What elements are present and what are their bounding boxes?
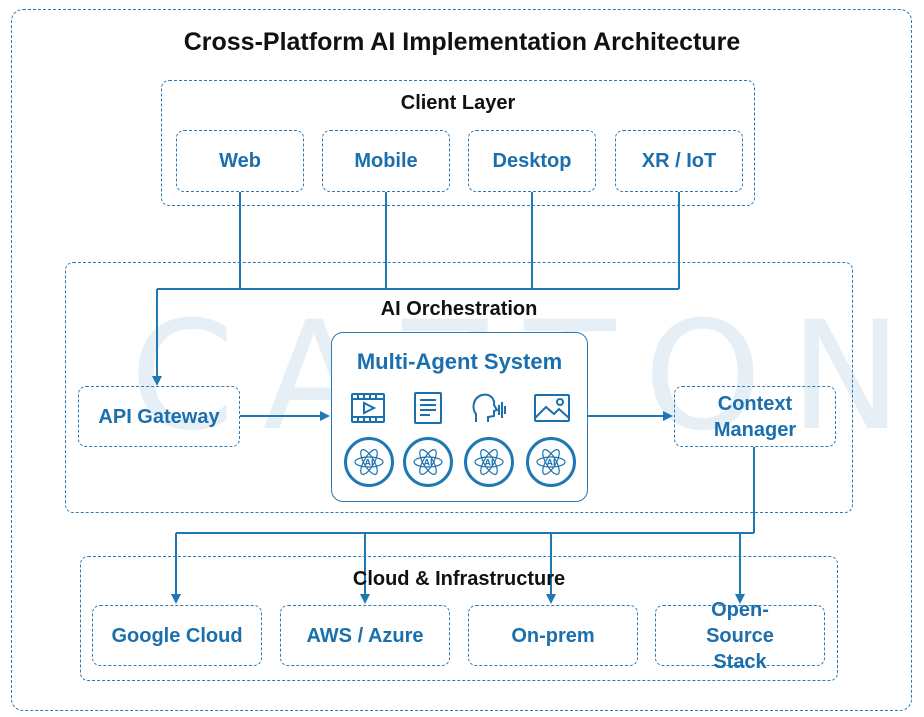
multi-agent-label: Multi-Agent System	[356, 349, 563, 374]
atom-icon: AI	[354, 449, 384, 475]
document-icon	[414, 392, 442, 424]
client-mobile: Mobile	[322, 130, 450, 192]
context-manager-label: Context Manager	[713, 392, 797, 441]
cloud-on-prem: On-prem	[468, 605, 638, 666]
cloud-layer-box	[80, 556, 838, 681]
atom-icon: AI	[474, 449, 504, 475]
api-gateway: API Gateway	[78, 386, 240, 447]
agent-1-label: AI	[365, 458, 374, 468]
client-layer-label: Client Layer	[400, 92, 516, 114]
client-web-label: Web	[219, 150, 261, 172]
video-icon	[351, 393, 385, 423]
api-gateway-label: API Gateway	[98, 405, 220, 428]
client-desktop-label: Desktop	[492, 150, 572, 172]
client-xr-iot-label: XR / IoT	[641, 150, 717, 172]
agent-4-label: AI	[547, 458, 556, 468]
cloud-google: Google Cloud	[92, 605, 262, 666]
atom-icon: AI	[536, 449, 566, 475]
client-layer-box	[161, 80, 755, 206]
ai-agent-4: AI	[526, 437, 576, 487]
outer-frame	[11, 9, 912, 711]
cloud-aws-azure: AWS / Azure	[280, 605, 450, 666]
image-icon	[534, 394, 570, 422]
client-mobile-label: Mobile	[354, 150, 418, 172]
voice-icon	[472, 393, 506, 422]
client-xr-iot: XR / IoT	[615, 130, 743, 192]
context-manager: Context Manager	[674, 386, 836, 447]
ai-agent-1: AI	[344, 437, 394, 487]
cloud-google-label: Google Cloud	[111, 624, 243, 647]
client-desktop: Desktop	[468, 130, 596, 192]
agent-3-label: AI	[485, 458, 494, 468]
orchestration-box	[65, 262, 853, 513]
ai-agent-2: AI	[403, 437, 453, 487]
orchestration-label: AI Orchestration	[380, 298, 538, 320]
agent-2-label: AI	[424, 458, 433, 468]
atom-icon: AI	[413, 449, 443, 475]
cloud-layer-label: Cloud & Infrastructure	[352, 568, 566, 590]
cloud-on-prem-label: On-prem	[511, 624, 595, 647]
diagram-title: Cross-Platform AI Implementation Archite…	[183, 28, 741, 56]
cloud-open-source-label: Open-Source Stack	[706, 598, 774, 673]
cloud-aws-azure-label: AWS / Azure	[306, 624, 424, 647]
client-web: Web	[176, 130, 304, 192]
cloud-open-source: Open-Source Stack	[655, 599, 825, 673]
ai-agent-3: AI	[464, 437, 514, 487]
